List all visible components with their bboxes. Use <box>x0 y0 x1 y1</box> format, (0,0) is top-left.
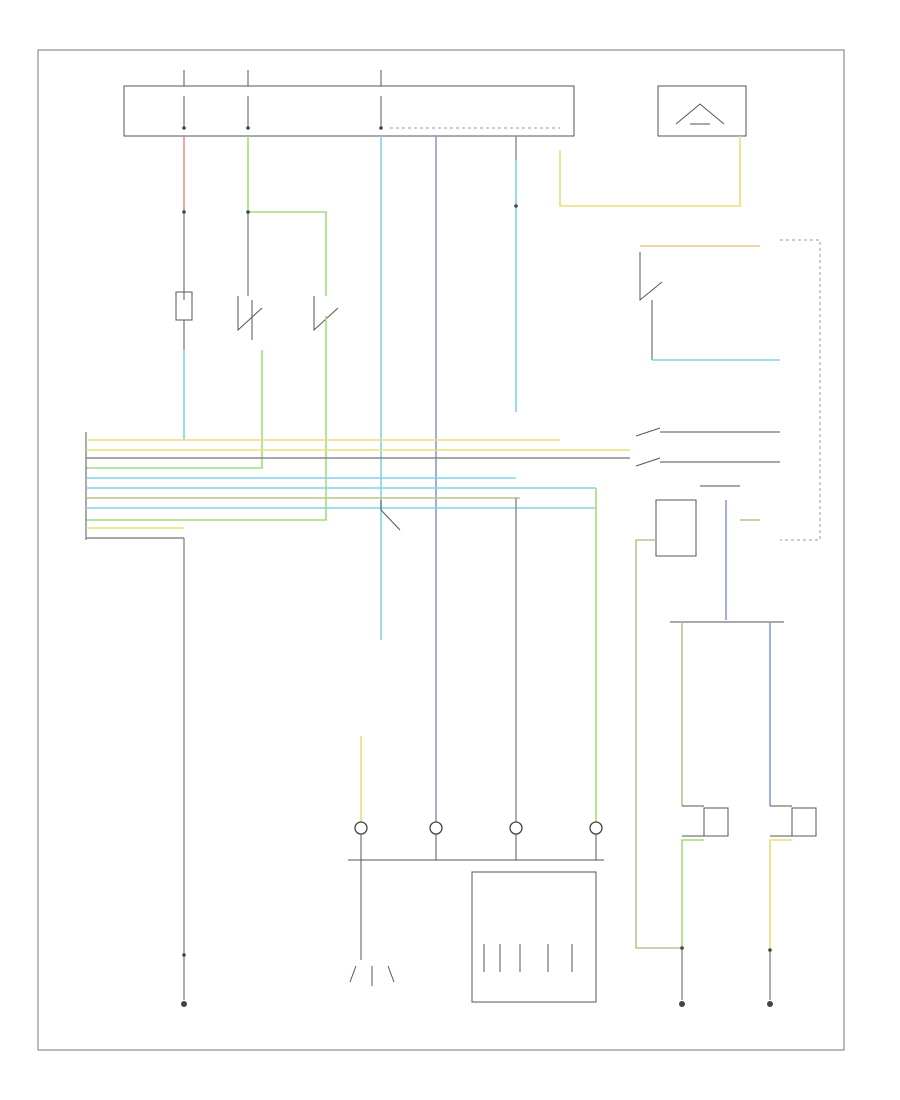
wire-green-actuator1 <box>681 839 704 948</box>
brake-switch-3 <box>313 296 339 332</box>
wire-green-left <box>86 350 263 469</box>
wire-olive-right-down <box>635 539 682 949</box>
brake-switch-2 <box>237 296 263 340</box>
brake-switch-1 <box>175 291 193 350</box>
center-switch <box>380 500 401 531</box>
relay-box-top-right <box>657 85 747 137</box>
fuse-1 <box>182 70 186 130</box>
relay-switch-symbol <box>675 103 725 125</box>
ground-left <box>181 1001 187 1007</box>
relay-right <box>635 427 780 487</box>
splice-nodes <box>182 204 772 957</box>
ground-right-1 <box>679 1001 685 1007</box>
wire-green-right <box>86 316 327 521</box>
fuse-box-top <box>123 85 575 137</box>
control-module-right <box>655 499 697 557</box>
wire-yellow-top-right <box>559 136 741 207</box>
connector-block-left <box>85 432 630 540</box>
fuse-3 <box>379 70 383 130</box>
wire-yellow-actuator2 <box>769 839 792 950</box>
speed-control-switch-module <box>349 871 597 1003</box>
actuator-1 <box>682 805 729 837</box>
diagram-frame <box>37 49 845 1051</box>
wire-dashed-right <box>780 239 821 541</box>
lamp-row <box>348 488 604 960</box>
clutch-switch-right <box>639 252 663 360</box>
wire-green-fuse2 <box>247 136 327 296</box>
actuator-2 <box>770 805 817 837</box>
fuse-2 <box>246 70 250 130</box>
ground-right-2 <box>767 1001 773 1007</box>
